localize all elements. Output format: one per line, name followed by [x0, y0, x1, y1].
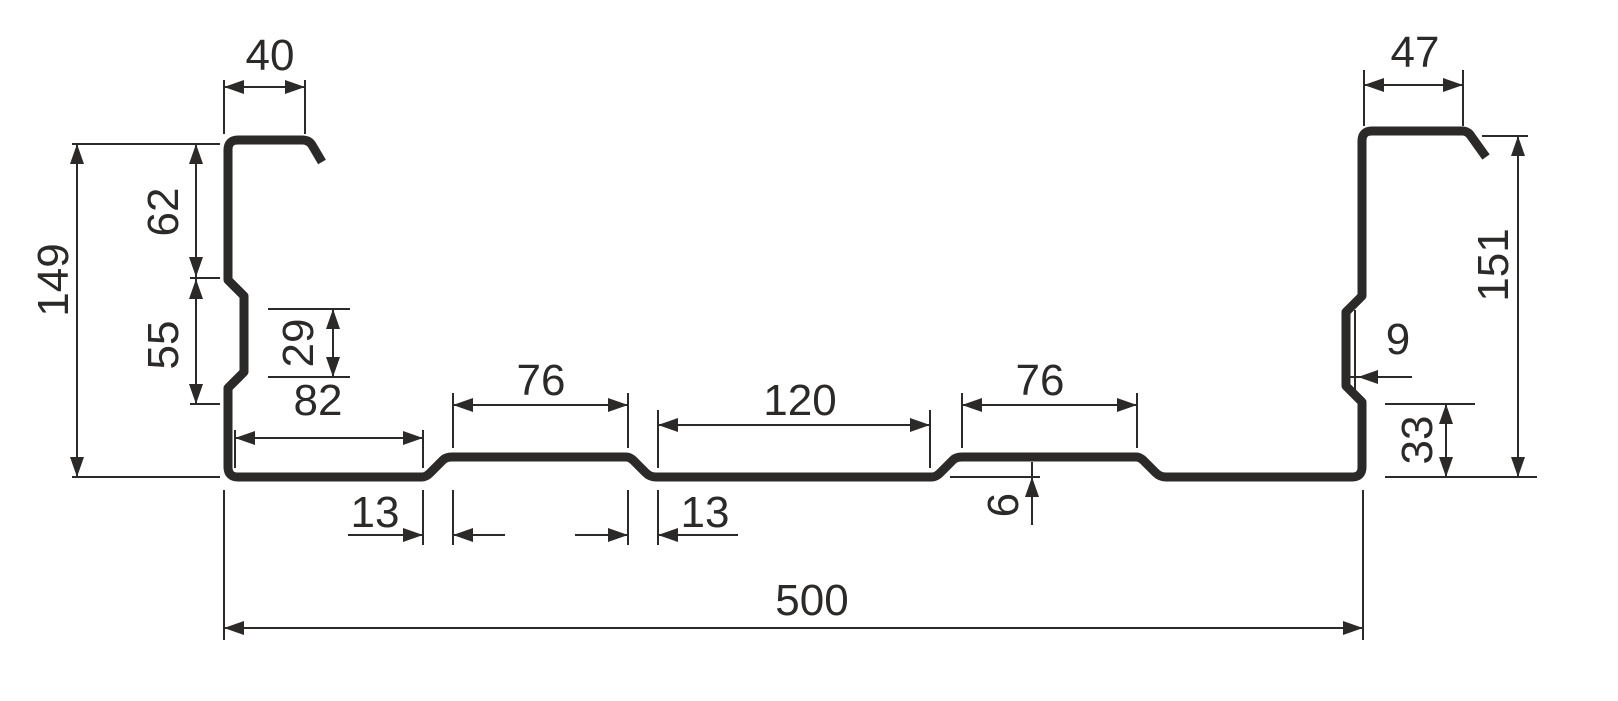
dim-total-width: 500: [223, 490, 1364, 640]
dim-right-offset: 9: [1346, 310, 1412, 393]
label-82: 82: [294, 376, 343, 425]
dim-left-slope: 13: [348, 488, 505, 545]
label-151: 151: [1469, 228, 1518, 301]
sheet-profile: [223, 126, 1490, 482]
label-55: 55: [139, 321, 188, 370]
label-76-right: 76: [1016, 356, 1065, 405]
dim-top-right-flange: 47: [1363, 28, 1464, 126]
label-500: 500: [775, 576, 848, 625]
dim-middle-slope: 13: [575, 488, 738, 545]
dim-left-offset: 29: [268, 308, 350, 378]
dim-top-left-flange: 40: [223, 31, 306, 134]
label-62: 62: [139, 188, 188, 237]
dim-rib-height: 9: [950, 462, 1040, 525]
label-40: 40: [246, 31, 295, 80]
label-9-rib: 9: [978, 493, 1027, 517]
label-120: 120: [763, 376, 836, 425]
dim-left-height: 149: [29, 143, 220, 478]
label-76-left: 76: [517, 356, 566, 405]
dim-left-rib-width: 76: [452, 356, 629, 448]
label-13-middle: 13: [681, 488, 730, 537]
dim-left-segments: 62 55: [139, 144, 220, 405]
dim-right-lower-height: 33: [1385, 403, 1475, 477]
label-29: 29: [274, 319, 323, 368]
dim-right-height: 151: [1385, 135, 1537, 478]
dim-right-rib-width: 76: [961, 356, 1138, 448]
label-9-right: 9: [1386, 315, 1410, 364]
label-149: 149: [29, 243, 78, 316]
label-33: 33: [1393, 416, 1442, 465]
label-13-left: 13: [351, 488, 400, 537]
dim-left-bottom-width: 82: [234, 376, 424, 468]
label-47: 47: [1391, 28, 1440, 77]
dim-center-pan-width: 120: [657, 376, 931, 468]
